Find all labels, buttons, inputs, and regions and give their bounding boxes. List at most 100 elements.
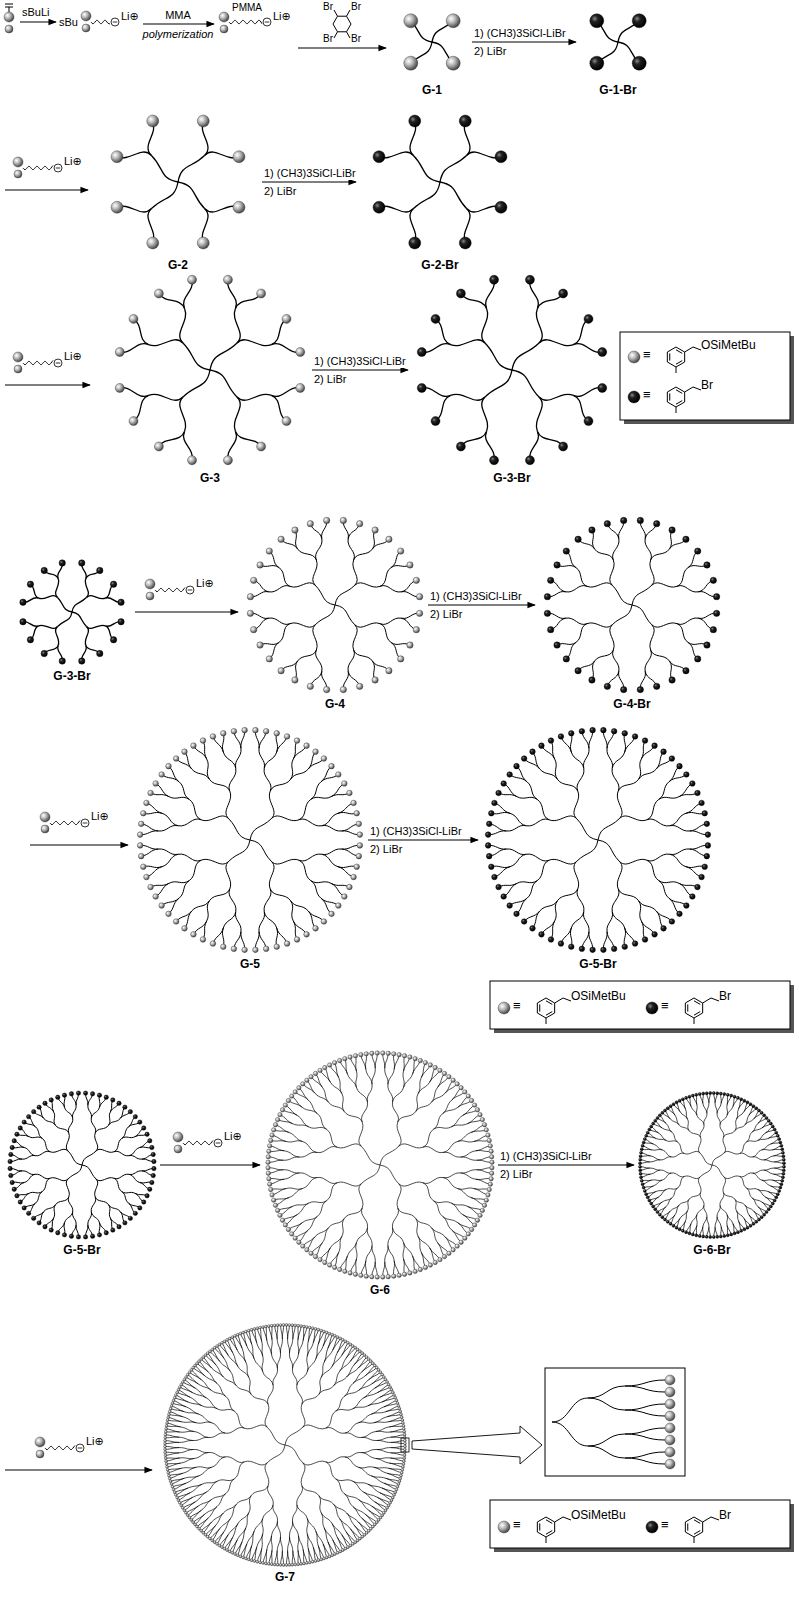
silyl-ball xyxy=(148,790,154,796)
dendrimer-branch xyxy=(332,1524,337,1538)
dendrimer-branch xyxy=(753,1157,764,1160)
dendrimer-branch xyxy=(431,1228,437,1243)
dendrimer-branch xyxy=(290,623,315,627)
dendrimer-branch xyxy=(364,1388,375,1398)
dendrimer-branch xyxy=(404,1074,413,1088)
dendrimer-branch xyxy=(223,912,235,928)
dendrimer-branch xyxy=(650,1160,660,1162)
silyl-ball xyxy=(159,772,165,778)
dendrimer-branch xyxy=(660,1170,671,1173)
bromide-ball xyxy=(590,56,604,70)
dendrimer-branch xyxy=(114,1138,122,1151)
bromide-ball xyxy=(669,1105,672,1108)
dendrimer-branch xyxy=(652,1179,663,1181)
dendrimer-branch xyxy=(645,539,651,560)
dendrimer-branch xyxy=(371,1476,384,1483)
dendrimer-branch xyxy=(237,1350,245,1362)
dendrimer-branch xyxy=(724,1176,739,1179)
bromide-ball xyxy=(688,1232,691,1235)
dendrimer-branch xyxy=(345,1452,362,1457)
dendrimer-branch xyxy=(195,1388,206,1398)
silyl-ball xyxy=(342,781,348,787)
silyl-ball xyxy=(340,517,346,523)
silyl-ball xyxy=(166,911,172,917)
silyl-ball xyxy=(200,937,206,943)
dendrimer-branch xyxy=(151,155,178,182)
dendrimer-branch xyxy=(700,1193,704,1206)
dendrimer-branch xyxy=(549,816,576,821)
dendrimer-branch xyxy=(68,1165,82,1179)
dendrimer-branch xyxy=(337,1144,361,1148)
bromide-ball xyxy=(740,1098,743,1101)
bromide-ball xyxy=(672,1103,675,1106)
bromide-ball xyxy=(20,599,26,605)
dendrimer-branch xyxy=(189,799,201,819)
dendrimer-branch xyxy=(225,1457,244,1463)
bromide-ball xyxy=(117,1225,121,1229)
bromide-ball xyxy=(773,1128,776,1131)
silyl-ball xyxy=(247,610,253,616)
silyl-ball xyxy=(292,527,298,533)
dendrimer-branch xyxy=(684,1151,699,1154)
dendrimer-branch xyxy=(340,1519,346,1532)
silyl-ball xyxy=(490,1166,494,1170)
dendrimer-branch xyxy=(72,597,87,612)
dendrimer-branch xyxy=(238,1513,249,1524)
bromide-ball xyxy=(691,1233,694,1236)
bromide-ball xyxy=(117,1101,121,1105)
dendrimer-branch xyxy=(566,618,587,624)
bromide-ball xyxy=(488,810,494,816)
bromide-ball xyxy=(123,1105,127,1109)
silyl-ball xyxy=(353,1054,357,1058)
dendrimer-branch xyxy=(297,1372,307,1386)
bromide-ball xyxy=(544,610,550,616)
dendrimer-branch xyxy=(650,1156,660,1160)
dendrimer-branch xyxy=(368,1484,382,1488)
bromide-ball xyxy=(639,1165,642,1168)
bromide-ball xyxy=(539,743,545,749)
silyl-ball xyxy=(282,417,291,426)
dendrimer-branch xyxy=(217,1479,234,1481)
bromide-ball xyxy=(97,650,103,656)
dendrimer-branch xyxy=(662,1173,671,1180)
dendrimer-branch xyxy=(510,854,526,866)
dendrimer-branch xyxy=(540,901,558,911)
dendrimer-branch xyxy=(574,861,579,888)
bromide-ball xyxy=(690,781,696,787)
dendrimer-branch xyxy=(392,1208,398,1228)
dendrimer-branch xyxy=(178,854,201,861)
bromide-ball xyxy=(763,1114,766,1117)
dendrimer-branch xyxy=(677,586,698,592)
dendrimer-branch xyxy=(180,1427,194,1432)
dendrimer-branch xyxy=(56,579,59,598)
dendrimer-branch xyxy=(122,1127,129,1139)
silyl-ball xyxy=(323,517,329,523)
dendrimer-branch xyxy=(324,1348,328,1362)
dendrimer-branch xyxy=(380,618,401,624)
bromide-ball xyxy=(760,1216,763,1219)
silyl-ball xyxy=(408,1055,412,1059)
bromide-ball xyxy=(507,903,513,909)
dendrimer-branch xyxy=(678,1176,685,1188)
dendrimer-branch xyxy=(109,1205,121,1212)
bromide-ball xyxy=(678,1228,681,1231)
silyl-ball xyxy=(231,946,237,952)
bromide-ball xyxy=(620,686,626,692)
bromide-ball xyxy=(554,562,560,568)
silyl-ball xyxy=(275,1117,279,1121)
dendrimer-branch xyxy=(297,549,316,560)
dendrimer-branch xyxy=(225,1427,244,1433)
dendrimer-branch xyxy=(301,1463,305,1486)
dendrimer-branch xyxy=(322,849,342,855)
silyl-ball xyxy=(397,1052,401,1056)
bromide-ball xyxy=(695,1234,698,1237)
bromide-ball xyxy=(76,1091,80,1095)
dendrimer-branch xyxy=(209,779,229,791)
dendrimer-branch xyxy=(753,1170,764,1173)
dendrimer xyxy=(544,517,720,693)
dendrimer-branch xyxy=(280,1339,282,1353)
bromide-ball xyxy=(637,686,643,692)
dendrimer-branch xyxy=(114,1174,129,1179)
silyl-ball xyxy=(304,743,310,749)
